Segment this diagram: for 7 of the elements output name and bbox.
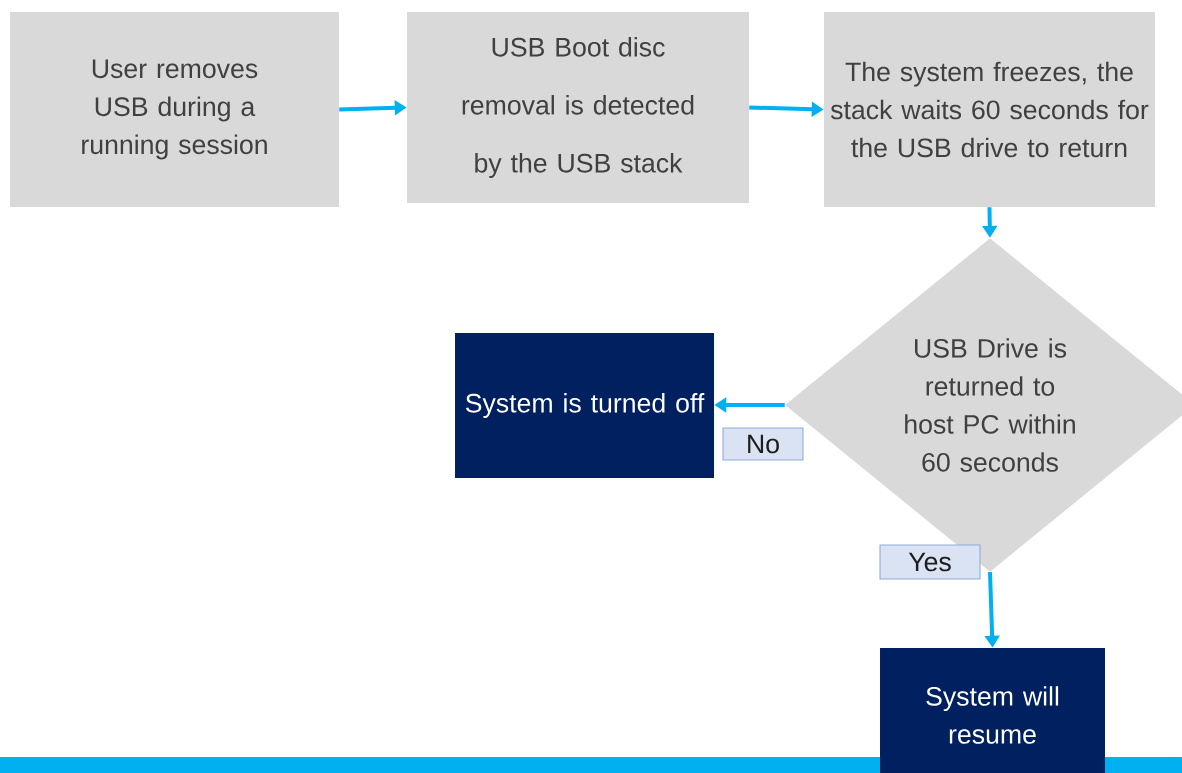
process-box: USB Boot disc removal is detected by the USB stack [407, 12, 749, 203]
process-box: The system freezes, the stack waits 60 seconds for the USB drive to return [824, 12, 1155, 207]
edge-label: Yes [879, 544, 981, 580]
outcome-box: System is turned off [455, 333, 714, 478]
process-box: User removes USB during a running session [10, 12, 339, 207]
edge-label: No [722, 427, 804, 461]
outcome-box: System will resume [880, 648, 1105, 773]
